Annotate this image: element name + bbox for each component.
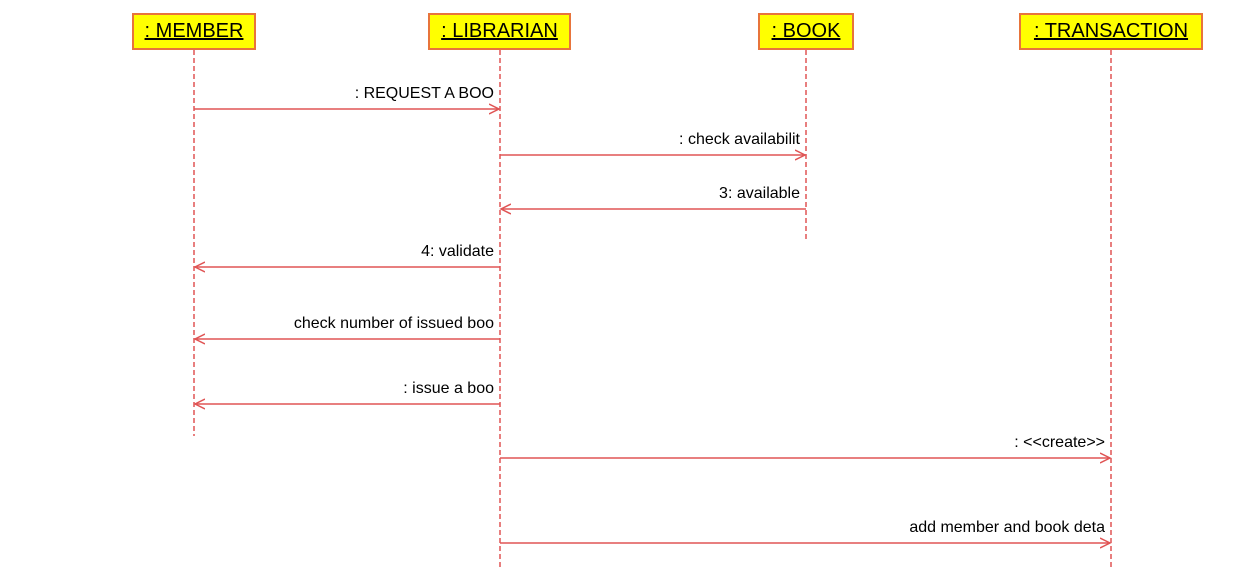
message-text-4: 4: validate <box>421 243 494 260</box>
lifeline-box-transaction: : TRANSACTION <box>1019 13 1203 50</box>
lifeline-box-member: : MEMBER <box>132 13 256 50</box>
message-text-3: 3: available <box>719 185 800 202</box>
message-label-6: : issue a boo <box>198 380 494 400</box>
message-label-8: add member and book deta <box>504 519 1105 539</box>
message-text-8: add member and book deta <box>909 519 1105 536</box>
lifeline-box-librarian: : LIBRARIAN <box>428 13 571 50</box>
message-label-5: check number of issued boo <box>198 315 494 335</box>
message-text-6: : issue a boo <box>403 380 494 397</box>
lifeline-label-transaction: : TRANSACTION <box>1033 20 1189 42</box>
message-label-4: 4: validate <box>198 243 494 263</box>
lifeline-label-librarian: : LIBRARIAN <box>441 20 558 42</box>
message-label-3: 3: available <box>504 185 800 205</box>
lifeline-label-member: : MEMBER <box>144 20 244 42</box>
lifeline-box-book: : BOOK <box>758 13 854 50</box>
message-label-7: : <<create>> <box>504 434 1105 454</box>
message-text-2: : check availabilit <box>679 131 800 148</box>
message-label-2: : check availabilit <box>504 131 800 151</box>
lifeline-label-book: : BOOK <box>771 20 841 42</box>
message-text-1: : REQUEST A BOO <box>354 85 494 102</box>
message-text-7: : <<create>> <box>1014 434 1105 451</box>
message-text-5: check number of issued boo <box>293 315 494 332</box>
message-label-1: : REQUEST A BOO <box>198 85 494 105</box>
